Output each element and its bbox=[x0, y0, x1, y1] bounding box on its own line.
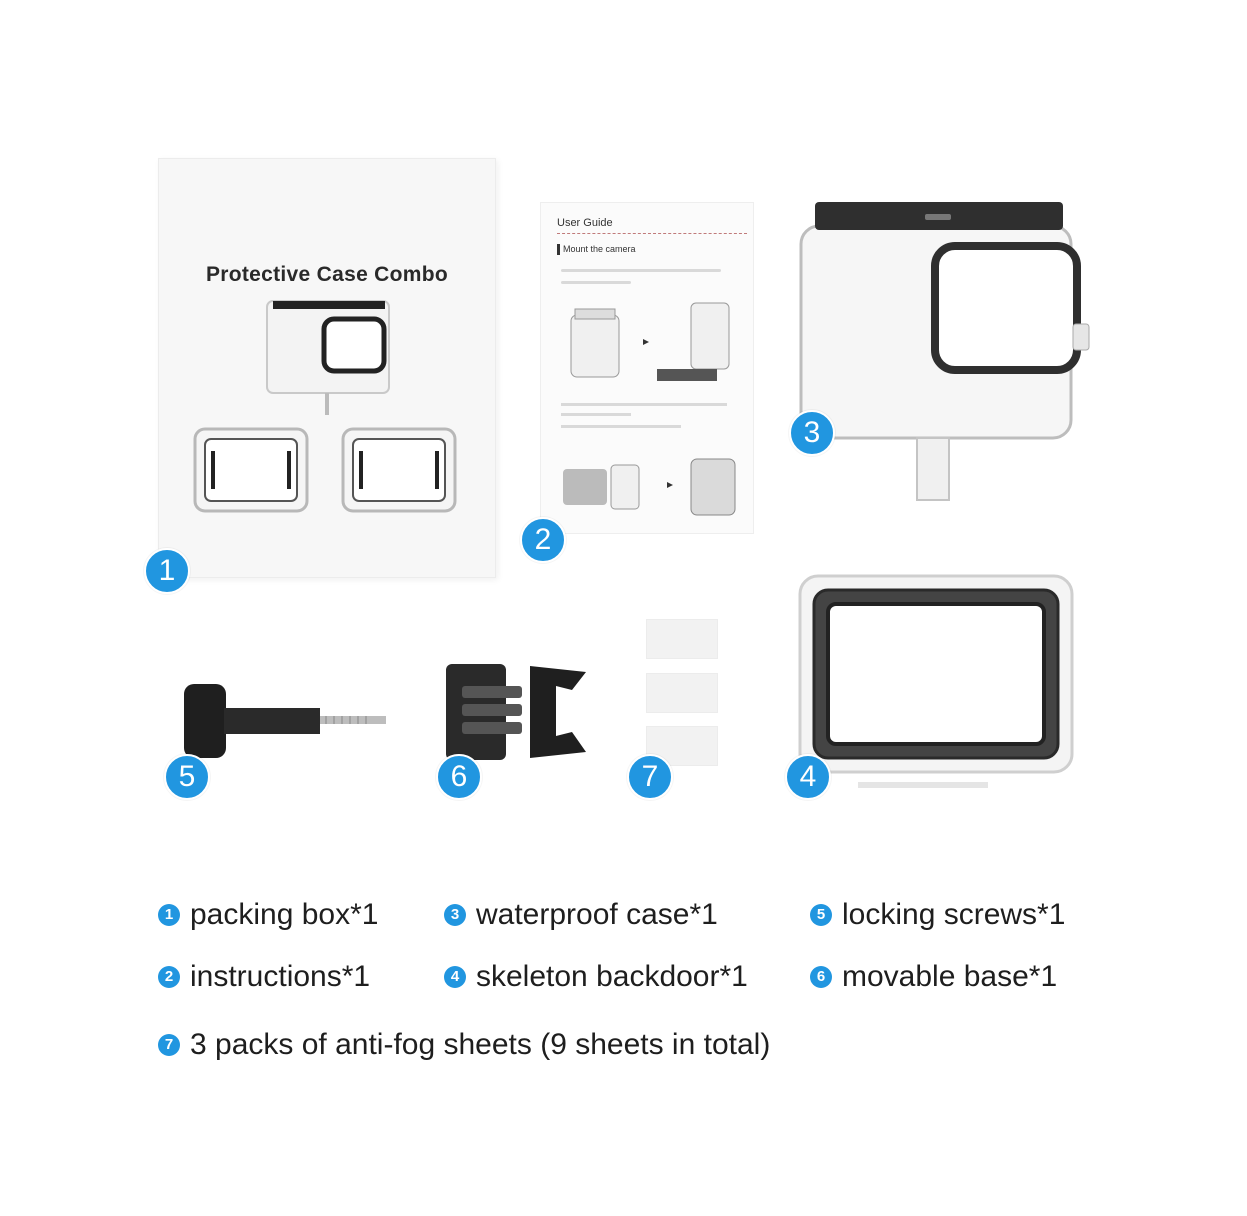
legend-number: 5 bbox=[810, 904, 832, 926]
instruction-title: User Guide bbox=[557, 217, 613, 229]
legend-item-3: 3 waterproof case*1 bbox=[444, 898, 718, 932]
legend-number: 7 bbox=[158, 1034, 180, 1056]
waterproof-case bbox=[799, 202, 1090, 501]
badge-2: 2 bbox=[520, 517, 566, 563]
text-line bbox=[561, 281, 631, 284]
badge-1: 1 bbox=[144, 548, 190, 594]
legend-item-2: 2 instructions*1 bbox=[158, 960, 370, 994]
dashed-divider bbox=[557, 233, 747, 234]
skeleton-backdoor bbox=[798, 574, 1074, 788]
legend-number: 4 bbox=[444, 966, 466, 988]
anti-fog-sheet bbox=[646, 619, 718, 659]
legend-text: locking screws*1 bbox=[842, 898, 1066, 931]
legend-item-4: 4 skeleton backdoor*1 bbox=[444, 960, 748, 994]
legend-text: instructions*1 bbox=[190, 960, 371, 993]
instruction-section: Mount the camera bbox=[557, 244, 636, 255]
legend-item-1: 1 packing box*1 bbox=[158, 898, 378, 932]
anti-fog-sheet bbox=[646, 673, 718, 713]
legend-text: 3 packs of anti-fog sheets (9 sheets in … bbox=[190, 1028, 771, 1061]
movable-base bbox=[446, 664, 586, 760]
badge-7: 7 bbox=[627, 754, 673, 800]
legend-text: skeleton backdoor*1 bbox=[476, 960, 748, 993]
badge-6: 6 bbox=[436, 754, 482, 800]
badge-3: 3 bbox=[789, 410, 835, 456]
anti-fog-sheet bbox=[646, 726, 718, 766]
locking-screw bbox=[184, 684, 386, 758]
packing-box: Protective Case Combo bbox=[158, 158, 496, 578]
instruction-diagrams bbox=[561, 302, 736, 516]
box-product-illustration bbox=[193, 300, 457, 513]
box-title: Protective Case Combo bbox=[205, 263, 449, 286]
legend-item-5: 5 locking screws*1 bbox=[810, 898, 1065, 932]
legend-number: 6 bbox=[810, 966, 832, 988]
legend-text: packing box*1 bbox=[190, 898, 379, 931]
instruction-sheet: User Guide Mount the camera bbox=[540, 202, 754, 534]
legend-item-7: 7 3 packs of anti-fog sheets (9 sheets i… bbox=[158, 1028, 770, 1062]
text-line bbox=[561, 269, 721, 272]
legend-text: waterproof case*1 bbox=[476, 898, 718, 931]
legend-item-6: 6 movable base*1 bbox=[810, 960, 1057, 994]
legend-number: 3 bbox=[444, 904, 466, 926]
legend-text: movable base*1 bbox=[842, 960, 1058, 993]
legend-number: 1 bbox=[158, 904, 180, 926]
badge-5: 5 bbox=[164, 754, 210, 800]
legend-number: 2 bbox=[158, 966, 180, 988]
badge-4: 4 bbox=[785, 754, 831, 800]
